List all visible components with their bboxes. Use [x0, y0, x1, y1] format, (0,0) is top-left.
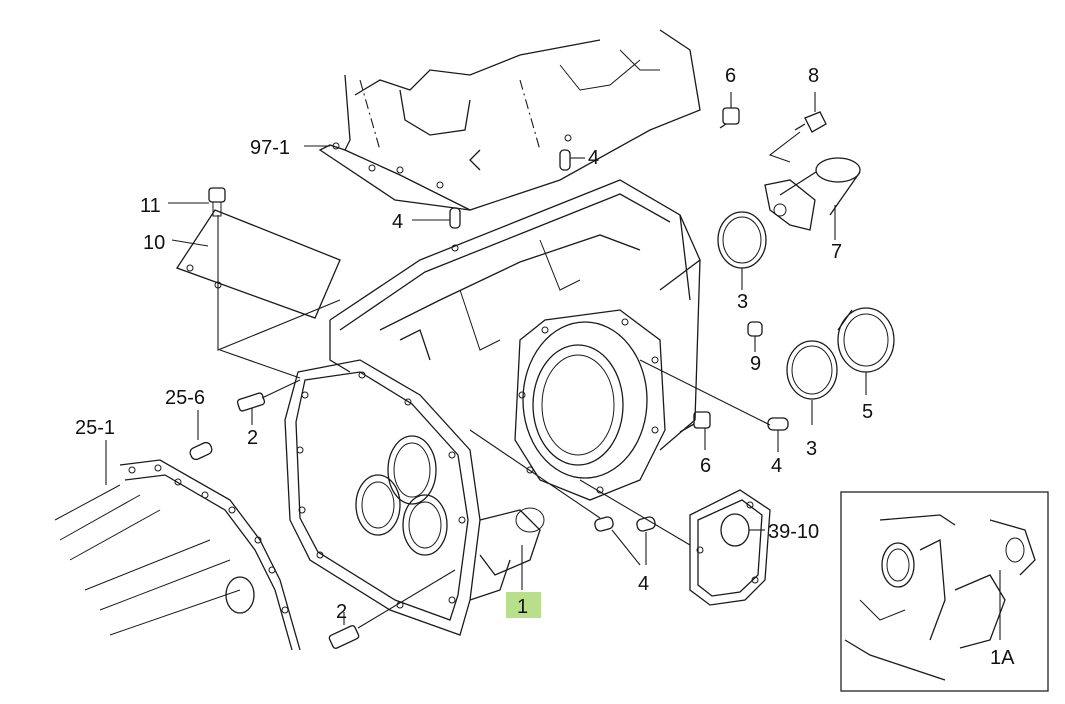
- label-4-mid: 4: [392, 211, 403, 233]
- label-25-1: 25-1: [75, 417, 115, 439]
- seal-ring-5: [837, 307, 895, 395]
- plug-9: [747, 321, 763, 352]
- label-11: 11: [140, 195, 161, 217]
- bolt-6-top: [719, 92, 740, 129]
- label-6-lower: 6: [700, 455, 711, 477]
- label-6-top: 6: [725, 65, 736, 87]
- label-97-1: 97-1: [250, 137, 290, 159]
- label-39-10: 39-10: [768, 521, 819, 543]
- transmission-case-1: [284, 179, 701, 636]
- dowel-pins-bottom: [469, 429, 656, 566]
- label-10: 10: [143, 232, 165, 254]
- label-4-top: 4: [588, 147, 599, 169]
- label-4-bottom: 4: [638, 573, 649, 595]
- clutch-housing-25-1: [54, 440, 301, 651]
- label-4-right: 4: [771, 455, 782, 477]
- part-1-highlight: [506, 592, 541, 618]
- label-1a: 1A: [990, 647, 1015, 669]
- cover-plate-10: [171, 209, 341, 379]
- sleeve-7: [764, 157, 861, 240]
- label-5: 5: [862, 401, 873, 423]
- label-25-6: 25-6: [165, 387, 205, 409]
- label-8: 8: [808, 65, 819, 87]
- stud-2-lower: [328, 569, 456, 649]
- snap-ring-3-lower: [786, 340, 838, 425]
- end-cover-39-10: [579, 479, 771, 606]
- engine-block-97-1: [318, 29, 701, 211]
- dowel-pin-middle: [412, 207, 461, 252]
- bolt-11: [168, 187, 226, 217]
- label-9: 9: [750, 353, 761, 375]
- inset-detail-1a: [840, 491, 1049, 692]
- label-3-lower: 3: [806, 438, 817, 460]
- part-labels: 97-1 6 8 4 11 10 4 7 3 9 5 25-6 25-1 2 3…: [75, 65, 1015, 669]
- label-2-lower: 2: [336, 601, 347, 623]
- pin-25-6: [189, 410, 213, 461]
- label-3-upper: 3: [737, 291, 748, 313]
- label-1: 1: [517, 596, 528, 618]
- label-7: 7: [831, 241, 842, 263]
- bolt-8: [768, 92, 827, 163]
- dowel-pin-top: [559, 149, 585, 171]
- stud-2-upper: [236, 379, 301, 425]
- label-2-upper: 2: [247, 427, 258, 449]
- snap-ring-3-upper: [717, 211, 767, 290]
